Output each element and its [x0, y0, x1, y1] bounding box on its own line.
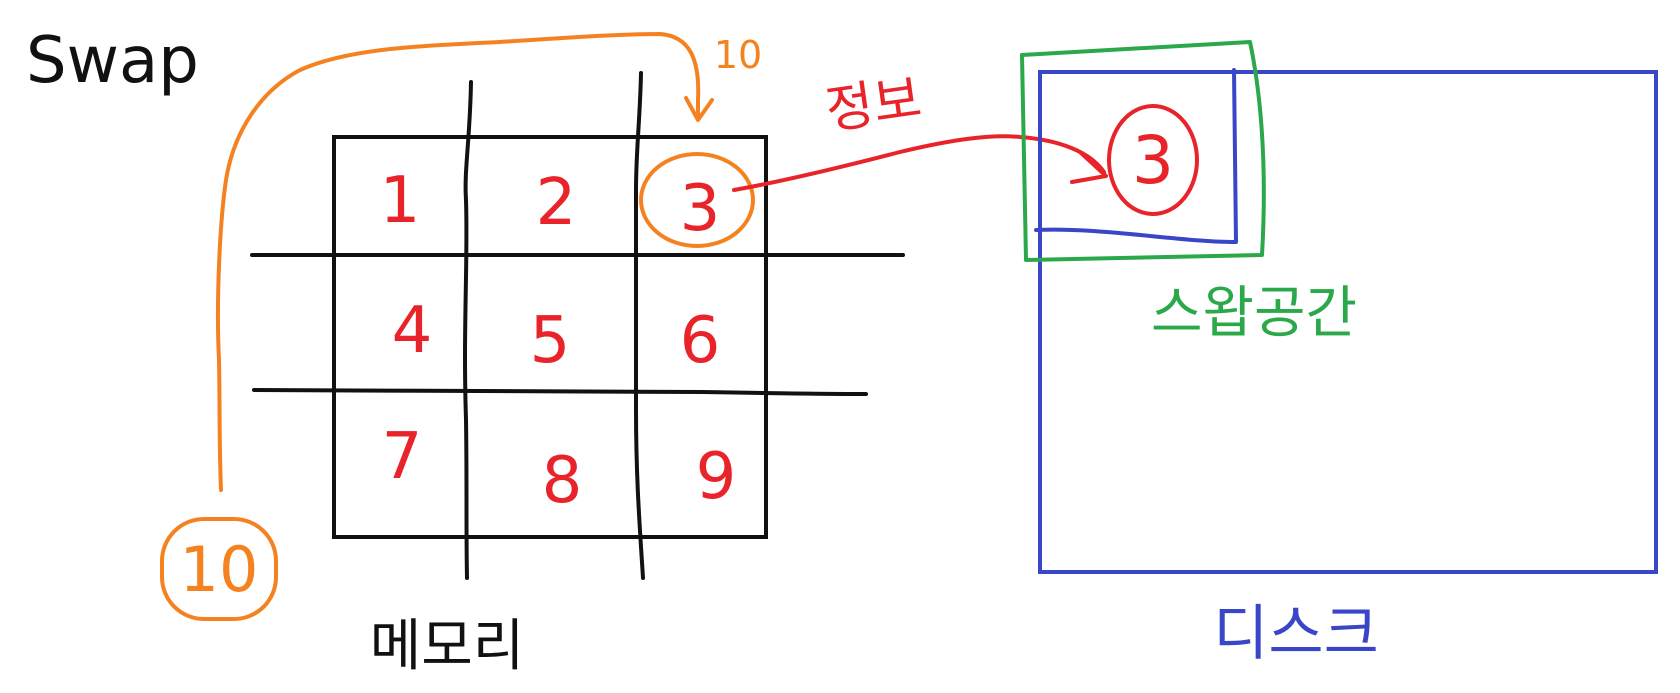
swap-space-label: 스왑공간	[1151, 281, 1357, 346]
memory-frame	[332, 135, 768, 539]
memory-hline-2	[252, 388, 868, 396]
memory-cell-3: 3	[680, 172, 721, 246]
memory-cell-7: 7	[382, 420, 423, 494]
swap-in-arrow-line	[215, 32, 701, 492]
memory-cell-9: 9	[696, 440, 737, 514]
memory-vline-1	[463, 80, 473, 580]
swap-in-arrow-head	[684, 96, 714, 122]
swap-in-arrow-label: 10	[714, 33, 762, 77]
memory-cell-1: 1	[380, 164, 421, 238]
memory-cell-8: 8	[542, 444, 583, 518]
memory-cell-4: 4	[392, 294, 433, 368]
memory-cells: 1 2 3 4 5 6 7 8 9	[380, 164, 737, 518]
swap-in-arrow	[215, 32, 714, 492]
memory-label: 메모리	[370, 614, 525, 679]
memory-grid	[250, 71, 905, 580]
swap-out-arrow-head	[1070, 150, 1108, 184]
swap-area-divider	[1034, 68, 1238, 244]
swapped-item-value: 3	[1132, 122, 1174, 199]
diagram-title: Swap	[26, 24, 199, 98]
swapped-cell-highlight	[639, 152, 755, 248]
swap-out-arrow-line	[732, 134, 1106, 192]
swap-space-box	[1020, 40, 1266, 262]
swapped-item-circle	[1107, 104, 1199, 216]
memory-vline-2	[634, 71, 645, 580]
swap-out-arrow-label: 정보	[822, 69, 925, 142]
memory-cell-6: 6	[680, 304, 721, 378]
memory-cell-2: 2	[536, 166, 577, 240]
memory-hline-1	[250, 252, 905, 257]
incoming-item-value: 10	[180, 533, 259, 606]
swap-out-arrow	[732, 134, 1108, 192]
incoming-item-box	[160, 517, 278, 621]
memory-cell-5: 5	[530, 304, 571, 378]
disk-box	[1038, 70, 1658, 574]
disk-label: 디스크	[1213, 599, 1379, 669]
